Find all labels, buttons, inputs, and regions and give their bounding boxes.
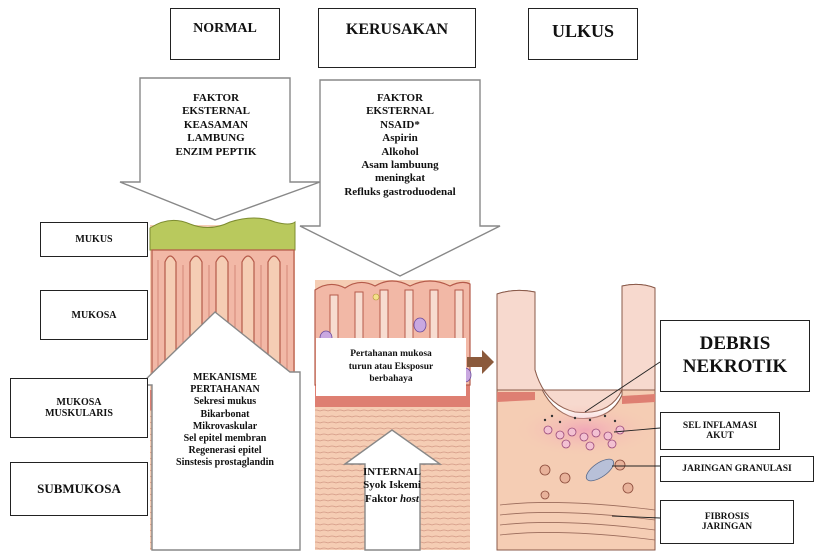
label-mukosa: MUKOSA	[40, 290, 148, 340]
label-submukosa: SUBMUKOSA	[10, 462, 148, 516]
label-fibrosis-jaringan: FIBROSIS JARINGAN	[660, 500, 794, 544]
transition-box: Pertahanan mukosa turun atau Eksposur be…	[316, 338, 466, 396]
label-jaringan-granulasi: JARINGAN GRANULASI	[660, 456, 814, 482]
header-kerusakan: KERUSAKAN	[318, 8, 476, 68]
ulcer-tissue	[497, 284, 655, 550]
label-sel-inflamasi: SEL INFLAMASI AKUT	[660, 412, 780, 450]
label-mukus: MUKUS	[40, 222, 148, 257]
header-normal: NORMAL	[170, 8, 280, 60]
transition-arrow-shape	[467, 350, 494, 374]
external-factors-normal: FAKTOR EKSTERNAL KEASAMAN LAMBUNG ENZIM …	[145, 92, 287, 159]
label-mukosa-muskularis: MUKOSA MUSKULARIS	[10, 378, 148, 438]
external-factors-damage: FAKTOR EKSTERNAL NSAID* Aspirin Alkohol …	[322, 92, 478, 199]
label-debris-nekrotik: DEBRIS NEKROTIK	[660, 320, 810, 392]
header-ulkus: ULKUS	[528, 8, 638, 60]
internal-factors: INTERNAL Syok Iskemi Faktor host	[360, 466, 424, 506]
defense-mechanisms: MEKANISME PERTAHANAN Sekresi mukus Bikar…	[152, 372, 298, 470]
